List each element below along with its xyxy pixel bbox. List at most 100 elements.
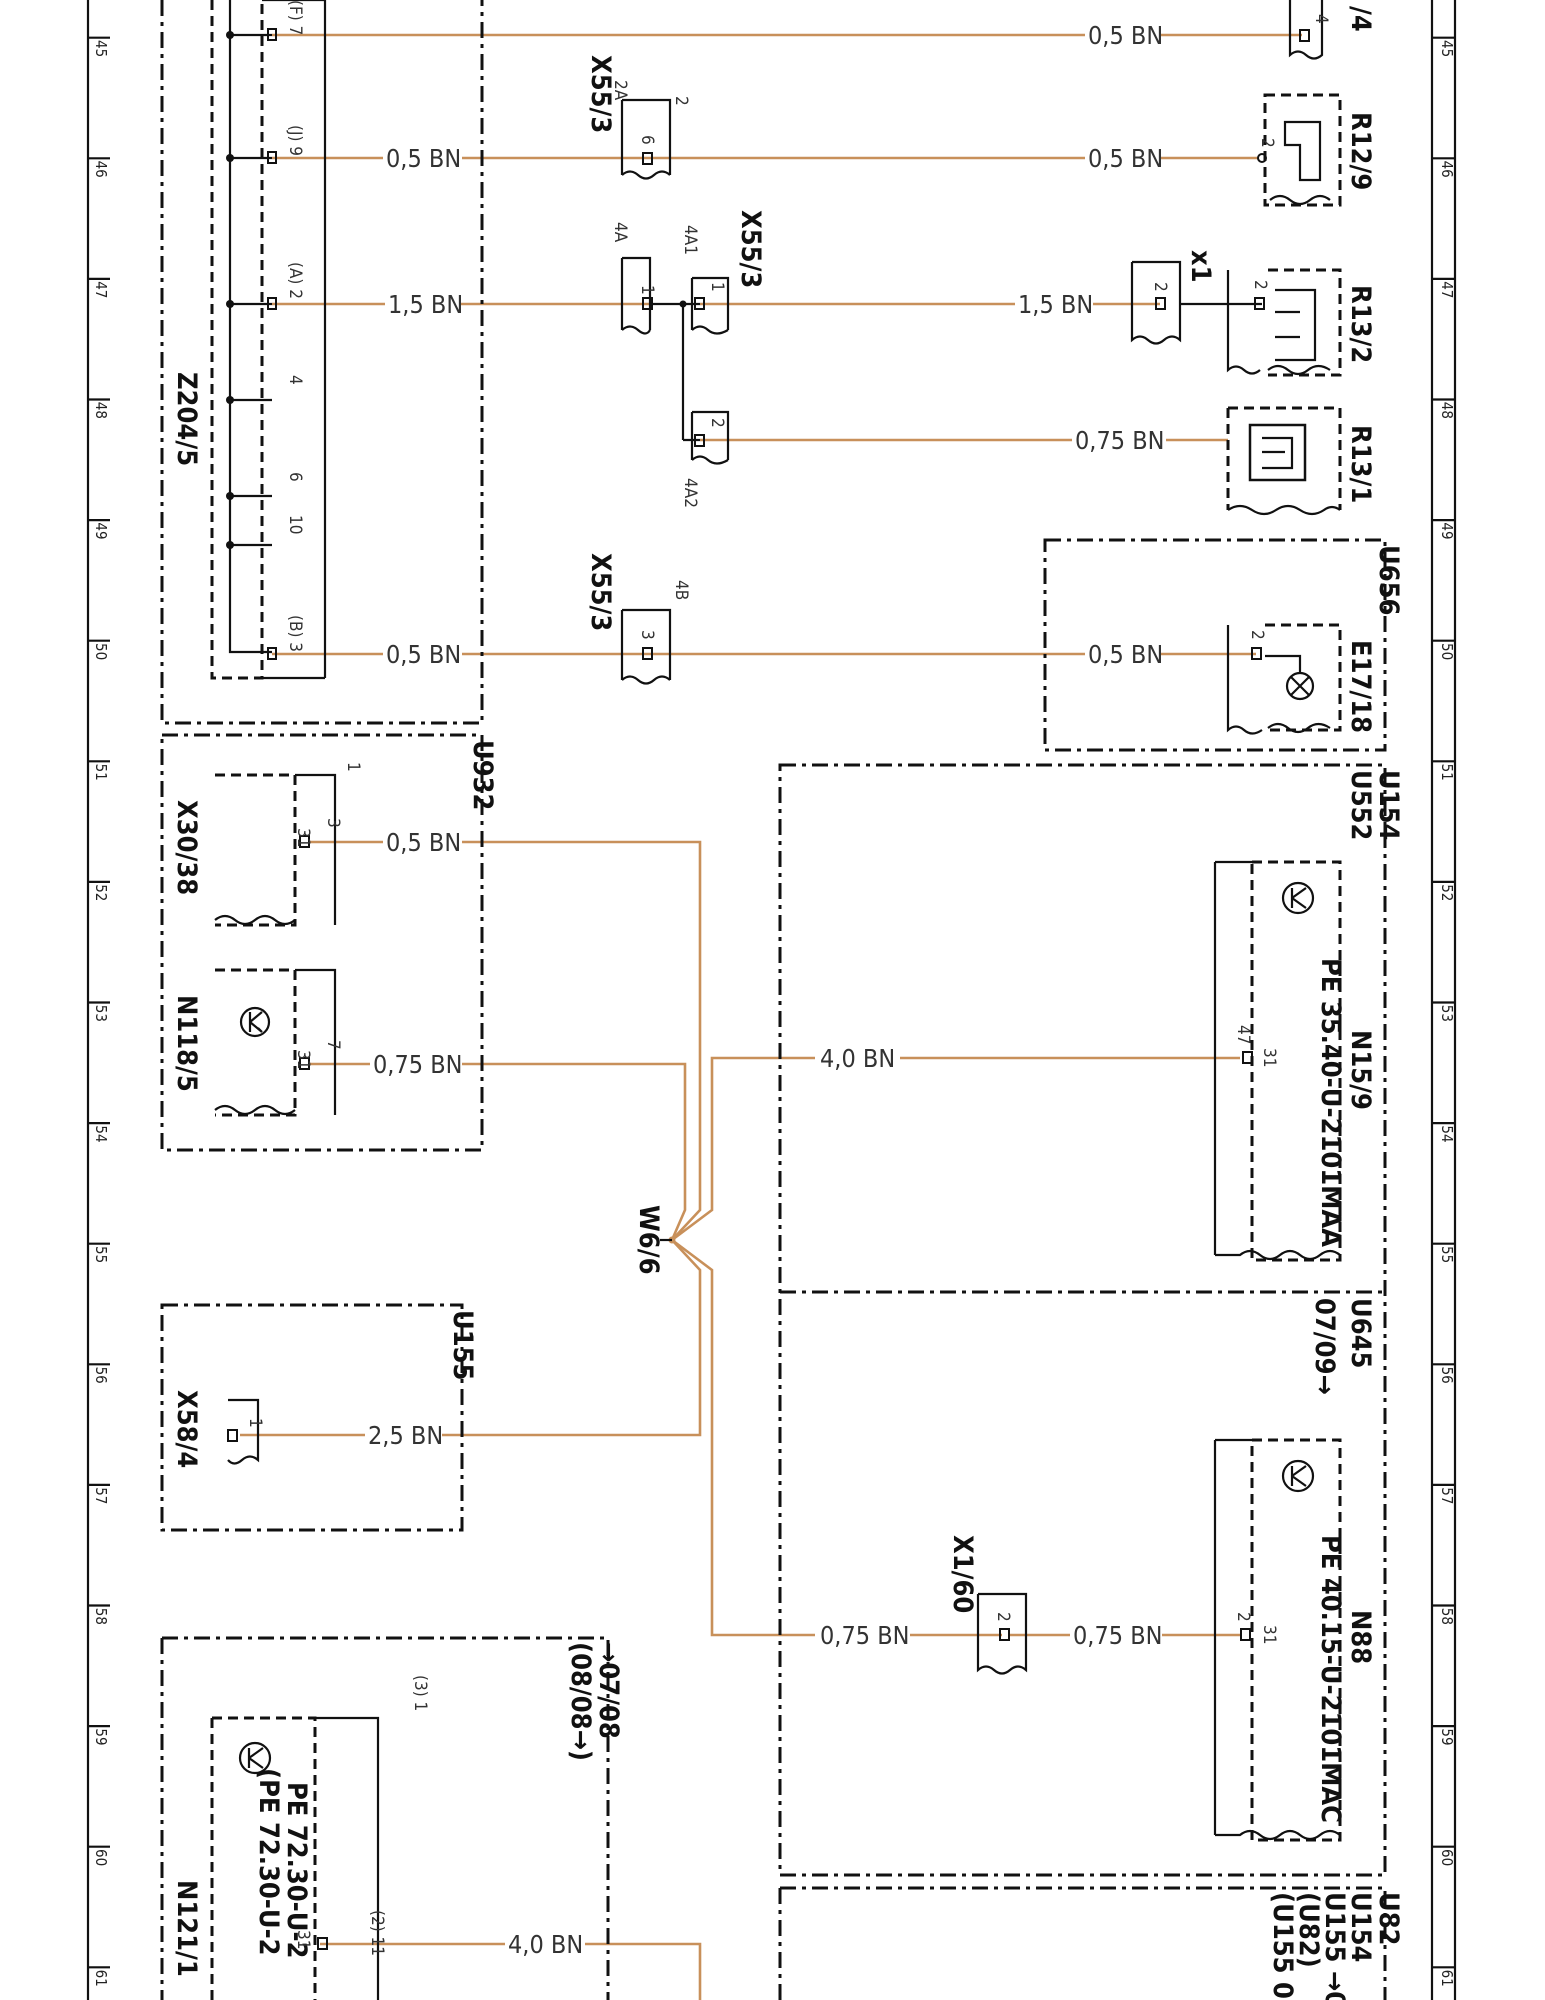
grid-number: 58: [92, 1608, 110, 1625]
grid-number: 60: [92, 1849, 110, 1866]
grid-number: 61: [92, 1970, 110, 1987]
wire-labels: 0,5 BN 0,5 BN 0,5 BN 1,5 BN 1,5 BN 0,75 …: [368, 21, 1164, 1959]
grid-number: 52: [92, 884, 110, 901]
label-u82: U82: [1373, 1892, 1404, 1946]
label-x55-3: X55/3: [735, 210, 766, 288]
wire-label: 0,75 BN: [1073, 1621, 1162, 1650]
grid-number: 53: [92, 1005, 110, 1022]
grid-number: 45: [1438, 40, 1456, 57]
label-r13-1: R13/1: [1345, 425, 1376, 503]
pin-label: 2A: [610, 80, 630, 101]
grid-number: 56: [92, 1367, 110, 1384]
label-n121-pe2: (PE 72.30-U-2: [253, 1768, 284, 1956]
wire-label: 0,5 BN: [386, 828, 461, 857]
pin-label: 1: [707, 282, 727, 292]
label-r13-2: R13/2: [1345, 285, 1376, 363]
label-u552: U552: [1345, 770, 1376, 840]
wires: [240, 33, 1302, 2000]
pin-label: 2: [671, 96, 691, 106]
wire-label: 4,0 BN: [508, 1930, 583, 1959]
grid-number: 57: [92, 1487, 110, 1504]
label-z204-5: Z204/5: [171, 372, 202, 466]
label-n118-5: N118/5: [171, 995, 202, 1092]
label-date-0808: (08/08→): [565, 1642, 596, 1761]
grid-number: 50: [1438, 643, 1456, 660]
label-u82-paren: (U82): [1293, 1892, 1324, 1968]
grid-number: 54: [92, 1125, 110, 1142]
pin-label: 47: [1233, 1025, 1253, 1044]
wire-label: 0,5 BN: [1088, 640, 1163, 669]
grid-number: 50: [92, 643, 110, 660]
grid-number: 53: [1438, 1005, 1456, 1022]
label-u645: U645: [1345, 1298, 1376, 1368]
grid-number: 58: [1438, 1608, 1456, 1625]
label-n121-pe1: PE 72.30-U-2: [281, 1782, 312, 1958]
label-u155-b: U155 →0: [1319, 1892, 1350, 2000]
grid-number: 47: [92, 281, 110, 298]
wire-label: 0,5 BN: [1088, 21, 1163, 50]
label-top-cut: /4: [1345, 6, 1376, 32]
pin-label: (F) 7: [285, 0, 305, 35]
grid-number: 55: [92, 1246, 110, 1263]
wire-label: 0,75 BN: [1075, 426, 1164, 455]
pin-label: 2: [707, 418, 727, 428]
label-x58-4: X58/4: [171, 1390, 202, 1468]
pin-label: 4B: [671, 580, 691, 600]
label-u155-c: (U155 07: [1267, 1892, 1298, 2000]
pin-label: 6: [637, 135, 657, 145]
grid-number: 54: [1438, 1125, 1456, 1142]
pin-label: 7: [323, 1040, 343, 1050]
pin-label: 31: [293, 1930, 313, 1949]
wire-label: 0,75 BN: [373, 1050, 462, 1079]
wire-label: 0,5 BN: [1088, 144, 1163, 173]
grid-number: 49: [92, 522, 110, 539]
label-u656: U656: [1373, 545, 1404, 615]
grid-number: 46: [92, 161, 110, 178]
pin-label: 4: [285, 375, 305, 385]
pin-labels: 4 (F) 7 (J) 9 (A) 2 4 6 10 (B) 3 2A 2 6 …: [245, 0, 1331, 1956]
label-x55-3: X55/3: [585, 55, 616, 133]
pin-label: 3: [637, 630, 657, 640]
pin-label: 4: [1311, 14, 1331, 24]
grid-number: 49: [1438, 522, 1456, 539]
label-u932: U932: [467, 740, 498, 810]
label-n88: N88: [1345, 1610, 1376, 1664]
grid-number: 61: [1438, 1970, 1456, 1987]
wire-label: 1,5 BN: [1018, 290, 1093, 319]
pin-label: (A) 2: [285, 262, 305, 299]
label-r12-9: R12/9: [1345, 112, 1376, 190]
pin-label: 10: [285, 515, 305, 534]
wire-label: 0,5 BN: [386, 144, 461, 173]
grid-number: 59: [1438, 1728, 1456, 1745]
label-date-0708: →07/08: [593, 1642, 624, 1739]
grid-number: 59: [92, 1728, 110, 1745]
wire-label: 1,5 BN: [388, 290, 463, 319]
grid-number: 60: [1438, 1849, 1456, 1866]
pin-label: 2: [1257, 138, 1277, 148]
label-u154: U154: [1373, 770, 1404, 840]
wire-label: 4,0 BN: [820, 1044, 895, 1073]
pin-label: 31: [1259, 1048, 1279, 1067]
label-u155: U155: [447, 1310, 478, 1380]
label-w6-6: W6/6: [633, 1205, 664, 1274]
grid-number: 51: [1438, 764, 1456, 781]
pin-label: 6: [285, 472, 305, 482]
pin-label: 1: [245, 1418, 265, 1428]
pin-label: (3) 1: [410, 1675, 430, 1711]
grid-frame: [86, 0, 1457, 2000]
pin-label: (B) 3: [285, 615, 305, 652]
label-n121-1: N121/1: [171, 1880, 202, 1977]
wire-label: 0,75 BN: [820, 1621, 909, 1650]
pin-label: 1: [637, 285, 657, 295]
pin-label: 31: [293, 1050, 313, 1069]
component-labels: /4 Z204/5 X55/3 X55/3 X55/3 R12/9 x1 R13…: [171, 6, 1404, 2000]
grid-number: 51: [92, 764, 110, 781]
label-n15-9: N15/9: [1345, 1030, 1376, 1110]
grid-number: 52: [1438, 884, 1456, 901]
grid-number: 47: [1438, 281, 1456, 298]
pin-label: 2: [1150, 282, 1170, 292]
grid-number: 45: [92, 40, 110, 57]
label-n88-pe: PE 40.15-U-2101MAC: [1315, 1535, 1346, 1823]
